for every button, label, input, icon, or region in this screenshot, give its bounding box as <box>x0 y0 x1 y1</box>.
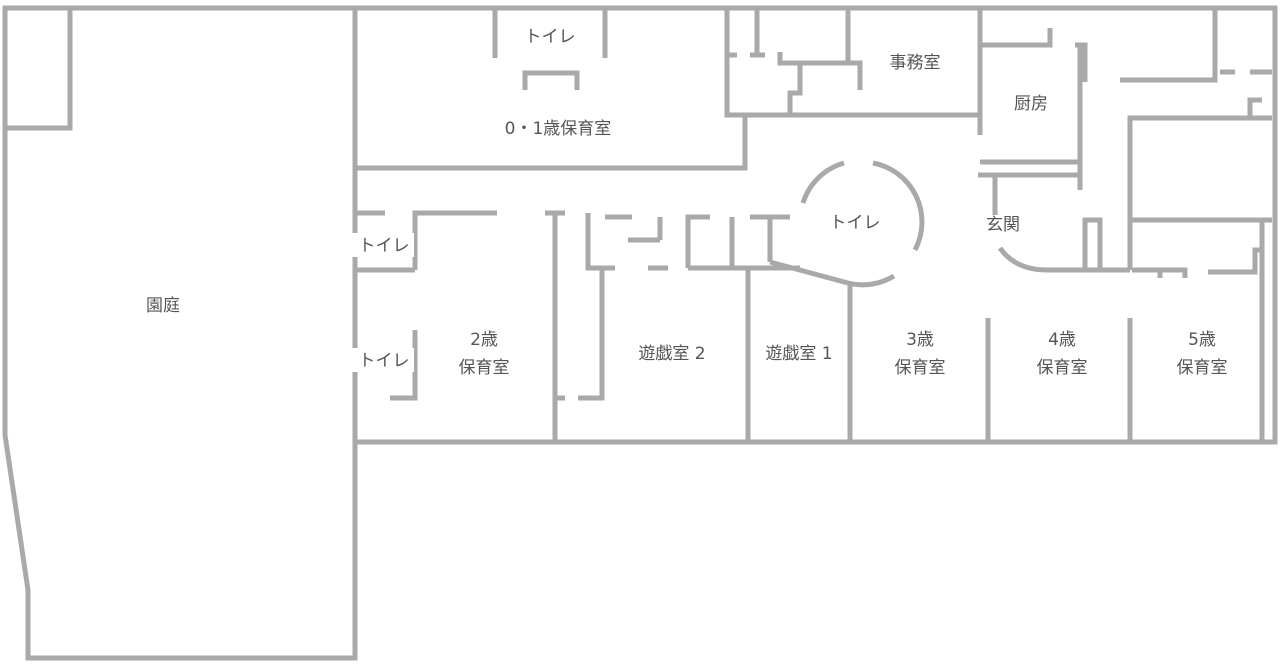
room-labels: 園庭 0・1歳保育室 トイレ 事務室 厨房 トイレ 玄関 トイレ トイレ 2歳 … <box>146 27 1228 378</box>
room-label-nursery-3-line1: 3歳 <box>906 330 934 350</box>
garden-outline <box>2 5 358 661</box>
room-label-toilet-left-lower: トイレ <box>359 351 410 371</box>
room-label-entrance: 玄関 <box>986 215 1020 235</box>
room-label-nursery-01: 0・1歳保育室 <box>505 119 612 139</box>
building-outline <box>355 5 1278 445</box>
room-label-garden: 園庭 <box>146 296 180 316</box>
room-label-playroom-1: 遊戯室 1 <box>765 344 832 364</box>
room-label-nursery-3-line2: 保育室 <box>895 358 946 378</box>
walls <box>2 5 1278 661</box>
room-label-nursery-4-line1: 4歳 <box>1048 330 1076 350</box>
room-label-nursery-5-line1: 5歳 <box>1188 330 1216 350</box>
room-label-kitchen: 厨房 <box>1014 94 1048 114</box>
round-toilet-wall <box>769 160 925 288</box>
room-label-toilet-left-upper: トイレ <box>359 236 410 256</box>
room-label-nursery-2-line1: 2歳 <box>470 330 498 350</box>
room-label-nursery-4-line2: 保育室 <box>1037 358 1088 378</box>
room-label-nursery-5-line2: 保育室 <box>1177 358 1228 378</box>
room-label-toilet-top: トイレ <box>525 27 576 47</box>
room-label-nursery-2-line2: 保育室 <box>459 358 510 378</box>
room-label-playroom-2: 遊戯室 2 <box>638 344 705 364</box>
room-label-toilet-center: トイレ <box>830 213 881 233</box>
room-label-office: 事務室 <box>890 53 941 73</box>
